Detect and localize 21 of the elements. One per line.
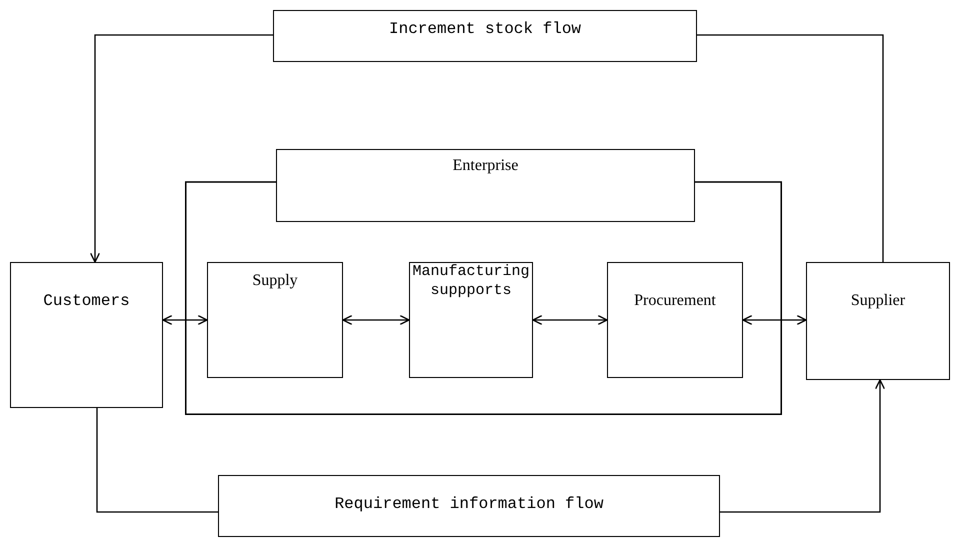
node-label: Procurement <box>634 291 716 311</box>
process-box <box>207 262 343 378</box>
node-label: Increment stock flow <box>388 19 582 39</box>
node-label: Requirement information flow <box>334 494 604 514</box>
process-box <box>10 262 163 408</box>
process-box <box>218 475 720 537</box>
node-label: Supplier <box>850 291 906 311</box>
arrow <box>742 314 807 326</box>
node-label: Customers <box>43 291 130 311</box>
node-label: Supply <box>252 271 298 291</box>
process-box <box>806 262 950 380</box>
node-label: Enterprise <box>452 156 518 176</box>
arrow <box>90 34 273 263</box>
arrow <box>720 379 886 513</box>
process-box <box>273 10 697 62</box>
process-box <box>409 262 533 378</box>
process-box <box>607 262 743 378</box>
arrow <box>532 314 608 326</box>
node-label: Manufacturing suppports <box>411 263 531 300</box>
arrow <box>342 314 410 326</box>
arrow <box>162 314 208 326</box>
